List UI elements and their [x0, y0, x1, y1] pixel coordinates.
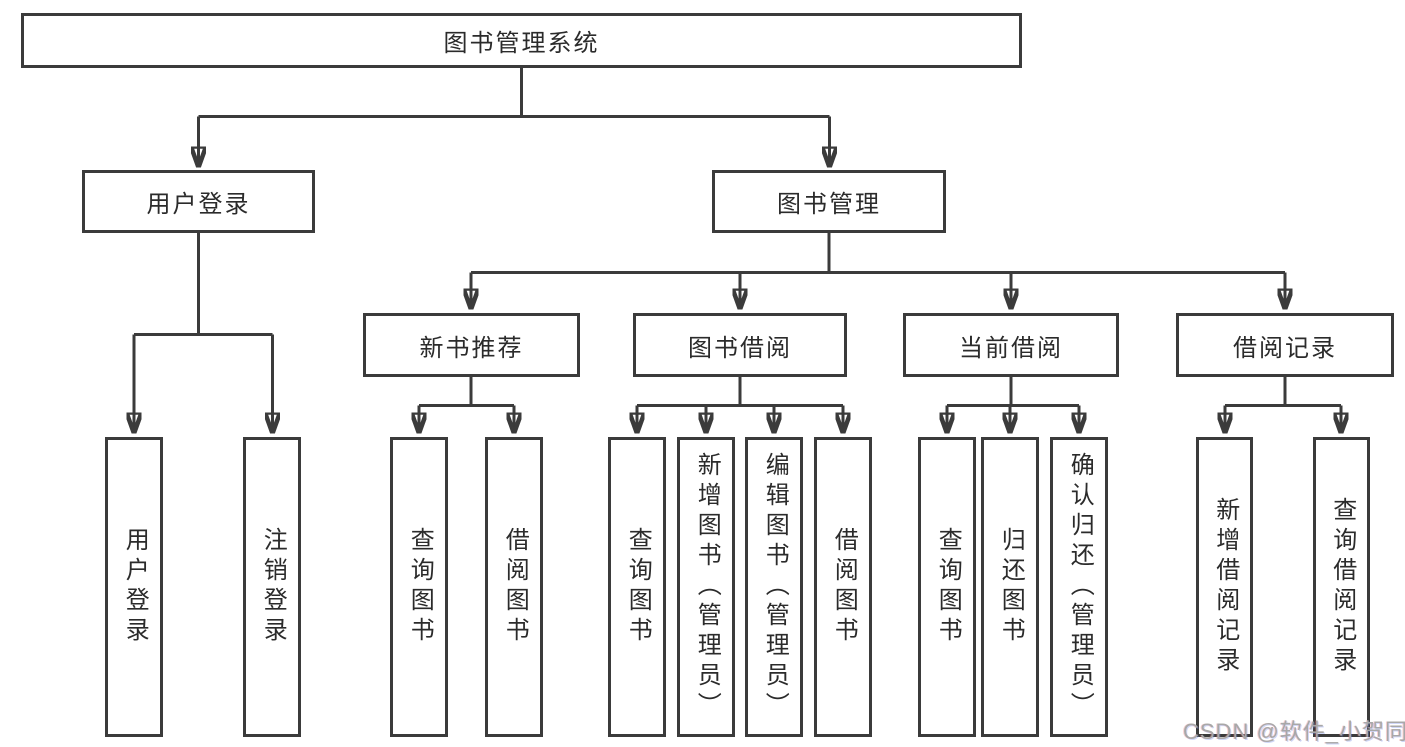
leaf-label: 确认归还（管理员）	[1066, 452, 1094, 722]
node-recommend-borrow-books: 借阅图书	[485, 437, 543, 737]
node-records-add-record: 新增借阅记录	[1196, 437, 1253, 737]
leaf-label: 新增图书（管理员）	[693, 452, 721, 722]
node-recommend-query-books: 查询图书	[390, 437, 448, 737]
csdn-watermark: CSDN @软件_小贺同学	[1183, 719, 1405, 744]
node-user-login-label: 用户登录	[146, 191, 251, 218]
node-borrow-query-books: 查询图书	[608, 437, 666, 737]
connector-current-borrow-children	[947, 377, 1079, 432]
node-book-borrow: 图书借阅	[633, 313, 847, 377]
leaf-label: 编辑图书（管理员）	[761, 452, 789, 722]
leaf-label: 查询图书	[406, 527, 434, 647]
node-system-root: 图书管理系统	[21, 13, 1022, 68]
node-system-root-label: 图书管理系统	[443, 30, 600, 57]
leaf-label: 查询借阅记录	[1328, 497, 1356, 677]
leaf-label: 查询图书	[624, 527, 652, 647]
node-new-book-recommend-label: 新书推荐	[419, 334, 524, 362]
leaf-label: 查询图书	[934, 527, 962, 647]
node-borrow-add-book-admin: 新增图书（管理员）	[677, 437, 735, 737]
node-book-management: 图书管理	[712, 170, 946, 233]
node-current-query-books: 查询图书	[918, 437, 976, 737]
node-borrow-records-label: 借阅记录	[1233, 334, 1337, 362]
node-borrow-records: 借阅记录	[1176, 313, 1394, 377]
node-new-book-recommend: 新书推荐	[363, 313, 580, 377]
connector-book-borrow-children	[637, 377, 843, 432]
node-current-return-book: 归还图书	[981, 437, 1039, 737]
leaf-label: 注销登录	[259, 527, 287, 647]
connector-new-book-recommend-children	[419, 377, 514, 432]
node-records-query-record: 查询借阅记录	[1313, 437, 1370, 737]
connector-borrow-records-children	[1225, 377, 1341, 432]
leaf-label: 新增借阅记录	[1211, 497, 1239, 677]
leaf-label: 借阅图书	[501, 527, 529, 647]
connector-root-to-level2	[199, 68, 830, 166]
node-user-login: 用户登录	[82, 170, 315, 233]
node-user-login-action: 用户登录	[105, 437, 163, 737]
node-current-borrow-label: 当前借阅	[959, 334, 1063, 362]
leaf-label: 借阅图书	[830, 527, 858, 647]
node-current-borrow: 当前借阅	[903, 313, 1119, 377]
node-book-borrow-label: 图书借阅	[688, 334, 792, 362]
node-logout-action: 注销登录	[243, 437, 301, 737]
node-book-management-label: 图书管理	[777, 191, 881, 218]
node-borrow-borrow-books: 借阅图书	[814, 437, 872, 737]
node-current-confirm-return-admin: 确认归还（管理员）	[1050, 437, 1108, 737]
connector-book-management-children	[471, 233, 1285, 308]
leaf-label: 归还图书	[997, 527, 1025, 647]
connector-user-login-children	[134, 233, 273, 432]
node-borrow-edit-book-admin: 编辑图书（管理员）	[745, 437, 803, 737]
leaf-label: 用户登录	[121, 527, 149, 647]
